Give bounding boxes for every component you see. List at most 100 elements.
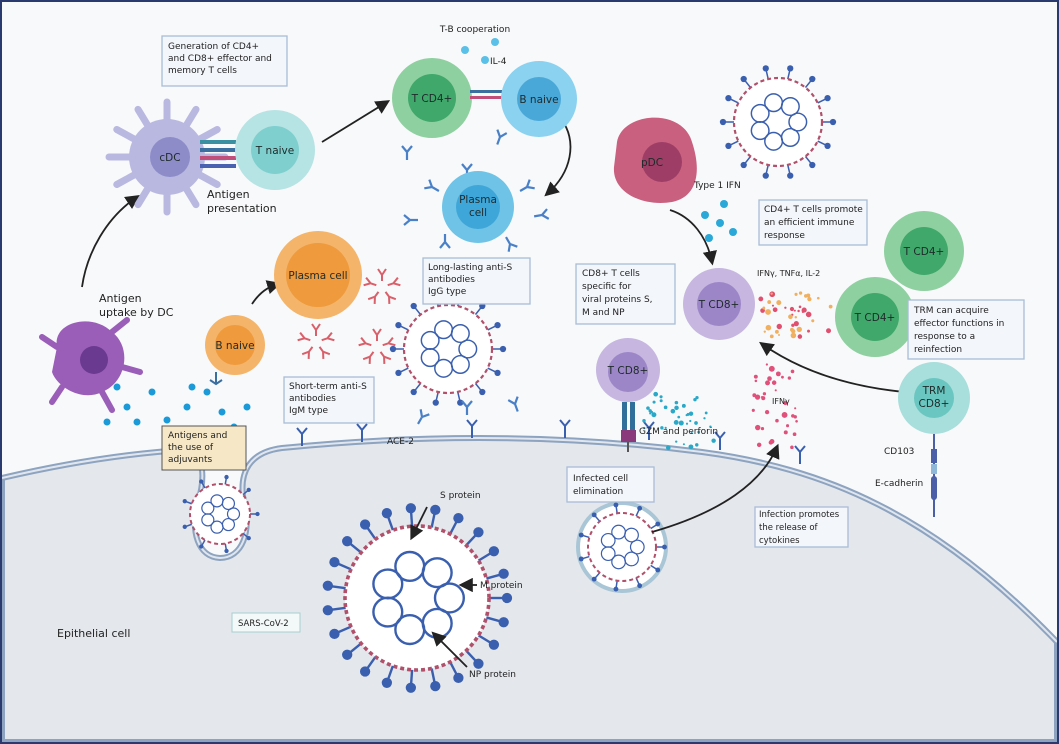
gzm-particle <box>704 411 708 415</box>
ace2-receptor <box>714 431 726 450</box>
igg-antibody <box>401 145 413 160</box>
cytokine-particle <box>776 300 782 306</box>
gzm-particle <box>711 438 716 443</box>
cytokine-particle <box>807 296 812 302</box>
antigen-particle <box>218 408 226 416</box>
antigen-particle <box>123 403 131 411</box>
cytokine-particle <box>791 323 795 327</box>
cytokine-particle <box>771 304 775 307</box>
antigen-particle <box>203 388 211 396</box>
cytokine-particle <box>762 306 766 310</box>
il4-molecule <box>491 38 499 46</box>
sars-cov-2-virus <box>322 503 513 693</box>
ace2-receptor <box>559 419 571 438</box>
igg-antibody <box>519 179 535 192</box>
ace2-receptor <box>643 421 655 440</box>
pdc-label: pDC <box>641 157 663 169</box>
ifng-particle <box>781 412 788 418</box>
ifng-particle <box>794 407 797 410</box>
antigen-particle <box>163 416 171 424</box>
arrow-s-protein <box>410 506 428 541</box>
b-naive-label: B naive <box>215 340 254 352</box>
gzm-particle <box>697 430 700 434</box>
ace2-label: ACE-2 <box>387 437 414 447</box>
ifn-molecule <box>705 234 713 242</box>
trm-label-2: CD8+ <box>919 398 950 410</box>
cytokine-particle <box>790 332 797 339</box>
cytokine-particle <box>816 296 820 300</box>
gzm-particle <box>659 395 663 399</box>
ace2-receptor <box>794 445 806 464</box>
antigen-particle <box>183 403 191 411</box>
cytokine-particle <box>784 306 787 309</box>
t-cd4-a-cell: T CD4+ <box>884 211 964 291</box>
cytokine-particle <box>794 316 798 319</box>
gzm-particle <box>675 440 678 443</box>
ecadherin-label: E-cadherin <box>875 479 923 489</box>
gzm-particle <box>688 444 694 450</box>
arrow-pdc-to-cd8 <box>669 209 717 266</box>
cytokine-particle <box>776 323 782 330</box>
ifng-particle <box>753 374 758 379</box>
t-cd8-mid-cell: T CD8+ <box>683 268 755 340</box>
ifng-label: IFNγ <box>772 397 790 406</box>
ifng-particle <box>751 408 755 412</box>
gzm-particle <box>643 426 646 430</box>
pdc-cell: pDC <box>613 117 697 203</box>
gzm-label: GZM and perforin <box>639 427 718 437</box>
ifng-particle <box>760 426 765 431</box>
trm-label-1: TRM <box>922 385 946 397</box>
t-naive-label: T naive <box>255 145 294 157</box>
cytokine-particle <box>763 330 766 333</box>
antigen-particle <box>148 388 156 396</box>
ifng-particle <box>790 445 794 450</box>
arrow-to-tb <box>321 100 391 143</box>
cytokine-particle <box>788 314 793 320</box>
epithelial-cell-label: Epithelial cell <box>57 627 130 640</box>
ifng-particle <box>760 396 764 399</box>
virus-endocytosed <box>182 474 260 554</box>
cytokine-particle <box>797 334 803 339</box>
ifng-particle <box>783 400 788 406</box>
antigen-particle <box>243 403 251 411</box>
antigen-particle <box>133 418 141 426</box>
svg-text:Generation of CD4+and CD8+ eff: Generation of CD4+and CD8+ effector andm… <box>168 42 272 76</box>
ifng-particle <box>764 409 770 415</box>
cytokine-particle <box>758 296 764 302</box>
cdc-cell: cDC <box>105 98 229 216</box>
igg-antibody <box>403 214 418 226</box>
cytokine-particle <box>791 329 796 334</box>
arrow-trm-to-cd8 <box>759 341 906 393</box>
cytokine-particle <box>826 328 832 334</box>
igm-antibody <box>297 323 335 359</box>
cytokine-particle <box>805 311 812 318</box>
virus-top-right <box>719 65 837 179</box>
cd103-label: CD103 <box>884 447 914 457</box>
gzm-particle <box>646 406 650 410</box>
cytokine-particle <box>807 329 810 333</box>
ifng-particle <box>775 371 781 377</box>
plasma-label-1: Plasma <box>459 194 497 206</box>
t-cd4-top-cell: T CD4+ <box>392 58 472 138</box>
il4-molecule <box>481 56 489 64</box>
igm-antibody <box>358 328 396 364</box>
ifng-particle <box>790 369 795 374</box>
virus-mid <box>389 292 507 406</box>
ifng-particle <box>768 365 775 372</box>
cytokine-particle <box>765 324 772 331</box>
ace2-receptor <box>296 427 308 446</box>
type1-ifn-label: Type 1 IFN <box>693 181 741 191</box>
gzm-particle <box>689 419 692 423</box>
igg-antibody <box>417 409 430 425</box>
ifng-particle <box>754 379 758 383</box>
t-cd4-b-cell: T CD4+ <box>835 277 915 357</box>
